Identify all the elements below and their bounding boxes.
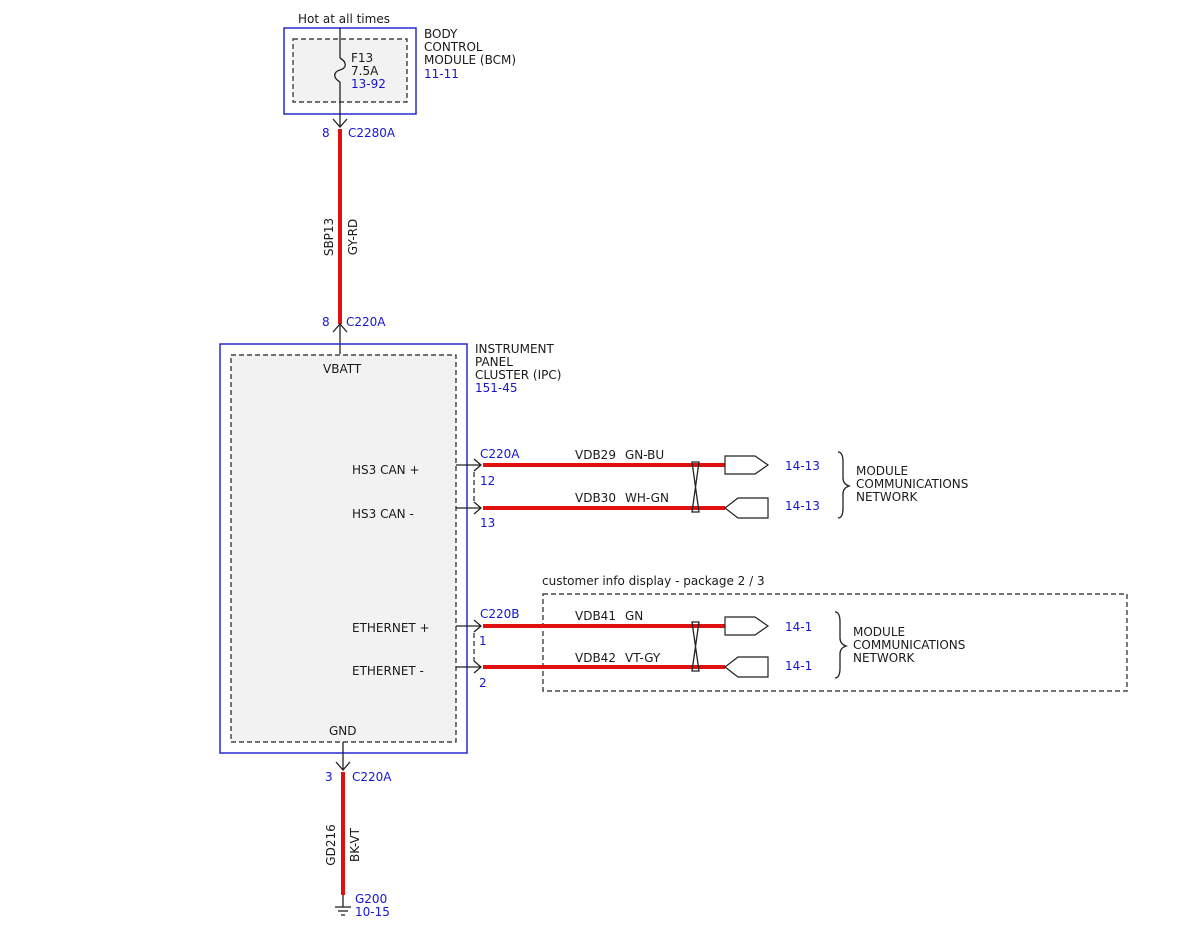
ground-icon — [335, 906, 351, 916]
wire-sbp13-name: SBP13 — [322, 218, 336, 256]
wire-vdb42-name: VDB42 — [575, 651, 616, 665]
can-plus-pin: 12 — [480, 474, 495, 488]
can-minus-ref: 14-13 — [785, 499, 820, 513]
eth-connector-name: C220B — [480, 607, 520, 621]
ipc-vbatt-connector-name: C220A — [346, 315, 386, 329]
eth-network-line3: NETWORK — [853, 651, 916, 665]
eth-minus-connector-symbol — [473, 660, 482, 674]
eth-plus-out-arrow — [724, 616, 770, 636]
ipc-vbatt-label: VBATT — [323, 362, 362, 376]
gnd-connector-symbol — [335, 761, 351, 771]
eth-plus-connector-symbol — [473, 619, 482, 633]
eth-network-brace — [834, 611, 849, 679]
can-network-line2: COMMUNICATIONS — [856, 477, 968, 491]
fuse-symbol — [334, 57, 346, 83]
ipc-vbatt-connector-pin: 8 — [322, 315, 330, 329]
ipc-label-line1: INSTRUMENT — [475, 342, 554, 356]
can-minus-pin: 13 — [480, 516, 495, 530]
wire-gd216-name: GD216 — [324, 824, 338, 865]
eth-plus-ref: 14-1 — [785, 620, 812, 634]
ipc-label-line3: CLUSTER (IPC) — [475, 368, 561, 382]
wire-gd216-color: BK-VT — [348, 827, 362, 862]
pin-hs3-can-plus: HS3 CAN + — [352, 463, 420, 477]
can-plus-out-arrow — [724, 455, 770, 475]
customer-info-display-option-label: customer info display - package 2 / 3 — [542, 574, 765, 588]
ground-point-ref: 10-15 — [355, 905, 390, 919]
wire-vdb41-name: VDB41 — [575, 609, 616, 623]
eth-network-line2: COMMUNICATIONS — [853, 638, 965, 652]
fuse-ref: 13-92 — [351, 77, 386, 91]
bcm-label-line3: MODULE (BCM) — [424, 53, 516, 67]
wire-vdb30-color: WH-GN — [625, 491, 669, 505]
bcm-connector-name: C2280A — [348, 126, 396, 140]
can-network-line1: MODULE — [856, 464, 908, 478]
fuse-rating: 7.5A — [351, 64, 379, 78]
bcm-label-line2: CONTROL — [424, 40, 483, 54]
wire-vdb29-name: VDB29 — [575, 448, 616, 462]
ipc-label-line2: PANEL — [475, 355, 513, 369]
ipc-ref: 151-45 — [475, 381, 518, 395]
ipc-gnd-label: GND — [329, 724, 357, 738]
wire-sbp13-color: GY-RD — [346, 219, 360, 256]
can-connector-name: C220A — [480, 447, 520, 461]
eth-minus-pin: 2 — [479, 676, 487, 690]
can-minus-connector-symbol — [473, 501, 482, 515]
customer-info-display-option-box — [542, 593, 1128, 692]
bcm-connector-symbol — [332, 118, 348, 128]
pin-ethernet-plus: ETHERNET + — [352, 621, 430, 635]
bcm-label-line1: BODY — [424, 27, 458, 41]
eth-twisted-pair-symbol — [691, 621, 700, 672]
bcm-ref: 11-11 — [424, 67, 459, 81]
bcm-connector-pin: 8 — [322, 126, 330, 140]
wire-vdb29-color: GN-BU — [625, 448, 664, 462]
eth-minus-in-arrow — [724, 656, 769, 678]
can-plus-connector-symbol — [473, 458, 482, 472]
ipc-inner-box — [230, 354, 457, 743]
can-network-brace — [837, 451, 852, 519]
gnd-connector-pin: 3 — [325, 770, 333, 784]
bcm-fuse-box — [292, 38, 408, 103]
eth-network-line1: MODULE — [853, 625, 905, 639]
can-twisted-pair-symbol — [691, 461, 700, 513]
wire-vdb30-name: VDB30 — [575, 491, 616, 505]
can-minus-in-arrow — [724, 497, 769, 519]
pin-hs3-can-minus: HS3 CAN - — [352, 507, 414, 521]
wire-vdb42-color: VT-GY — [625, 651, 661, 665]
fuse-name: F13 — [351, 51, 373, 65]
can-plus-ref: 14-13 — [785, 459, 820, 473]
wire-vdb41-color: GN — [625, 609, 643, 623]
bcm-module-box — [283, 27, 417, 115]
ground-point-name: G200 — [355, 892, 387, 906]
eth-plus-pin: 1 — [479, 634, 487, 648]
hot-at-all-times-label: Hot at all times — [298, 12, 390, 26]
pin-ethernet-minus: ETHERNET - — [352, 664, 424, 678]
can-network-line3: NETWORK — [856, 490, 919, 504]
eth-minus-ref: 14-1 — [785, 659, 812, 673]
gnd-connector-name: C220A — [352, 770, 392, 784]
